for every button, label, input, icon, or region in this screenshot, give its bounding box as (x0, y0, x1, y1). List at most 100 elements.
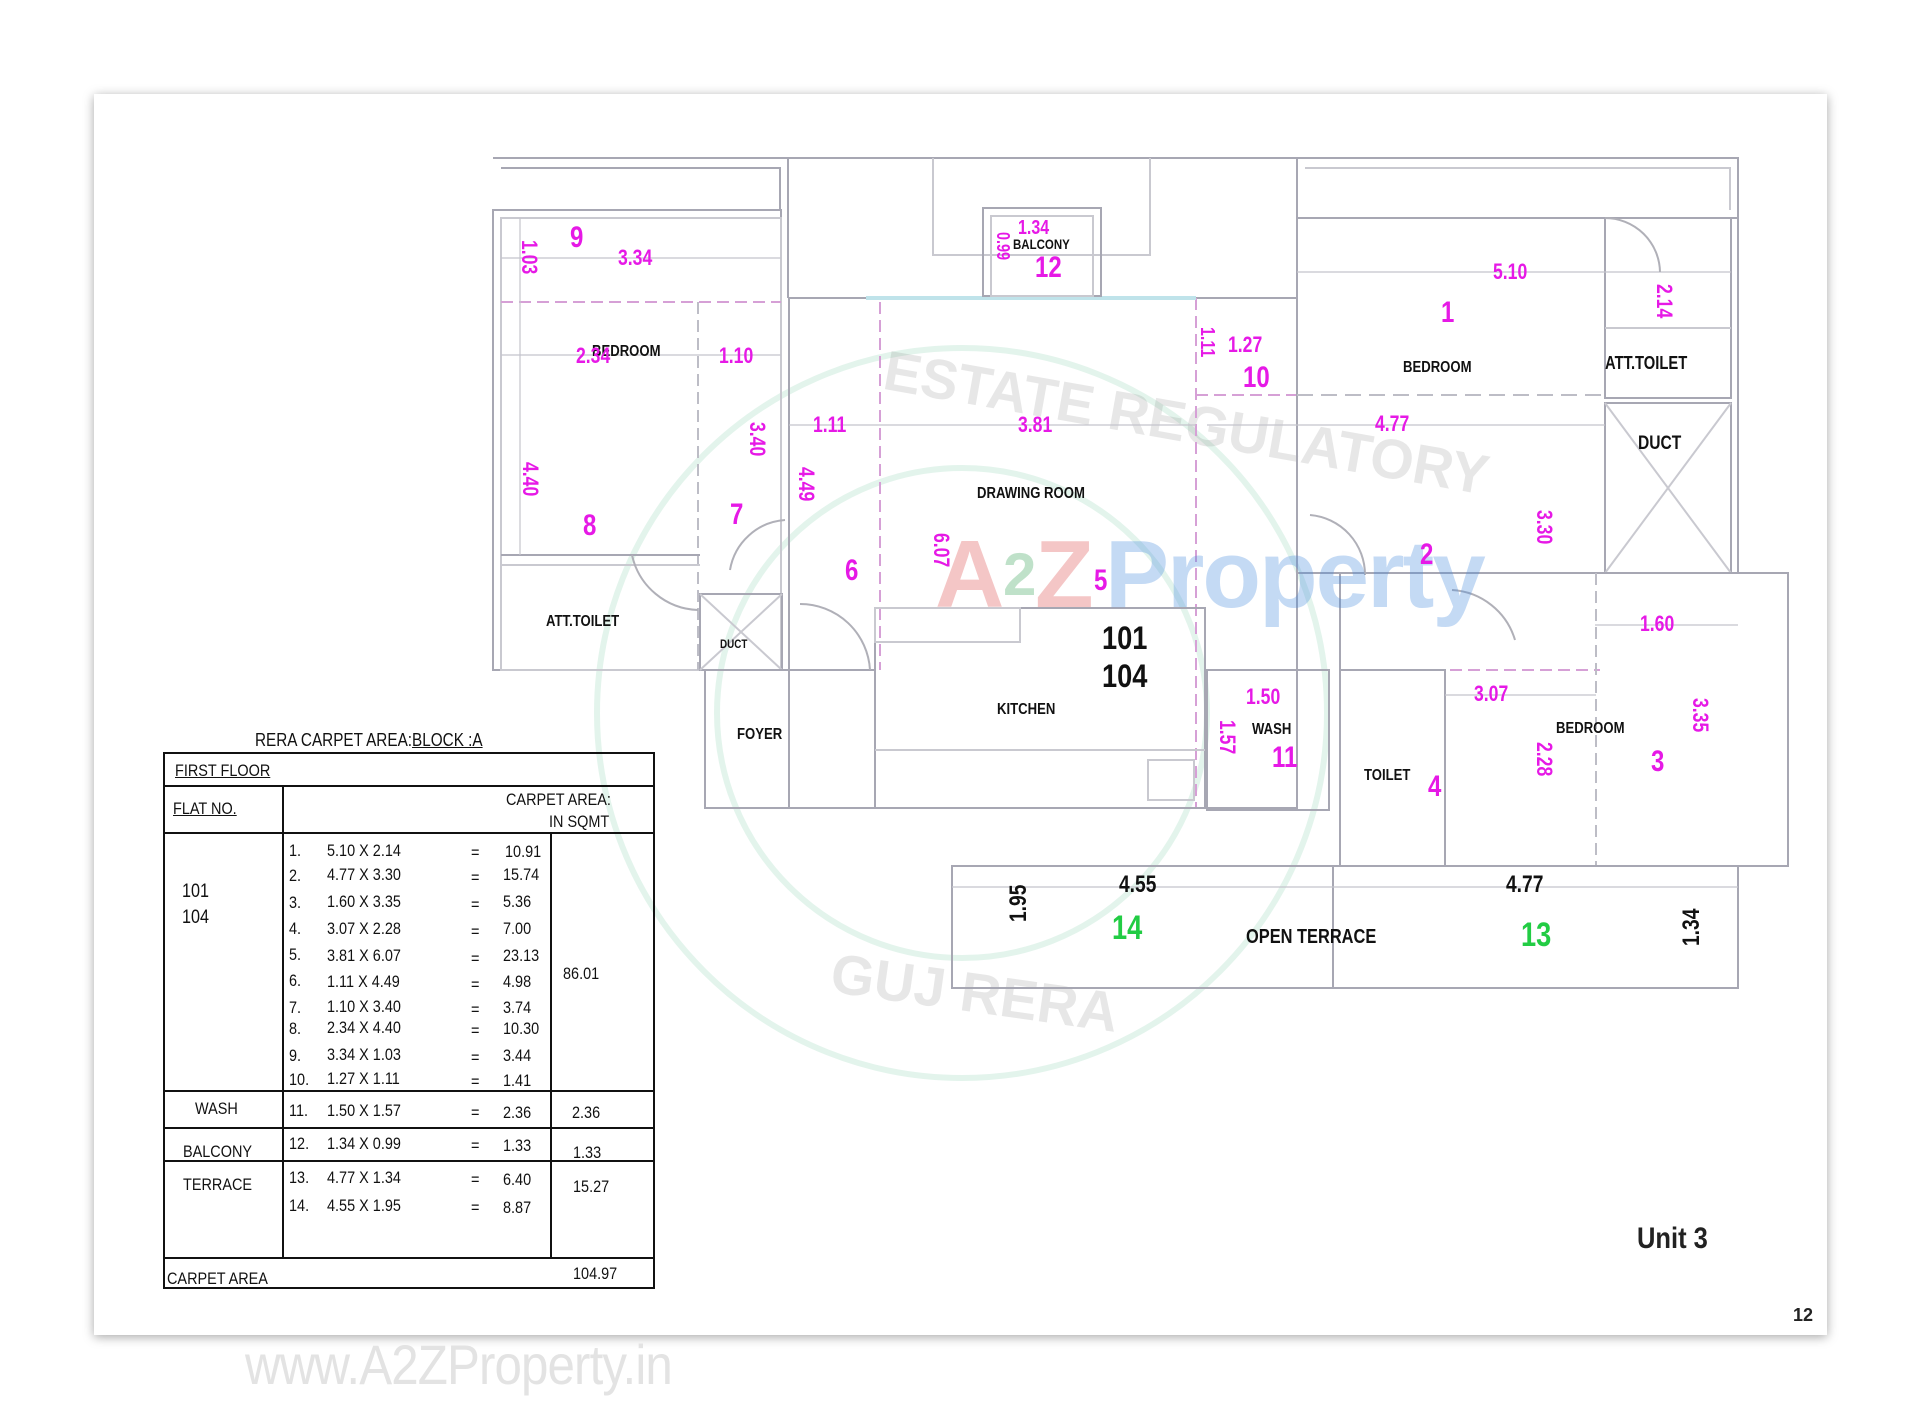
row-dims: 5.10 X 2.14 (327, 841, 401, 860)
dimension-3-35: 3.35 (1688, 698, 1713, 733)
room-label-att-toilet-right: ATT.TOILET (1605, 353, 1688, 373)
dimension-1-27: 1.27 (1228, 332, 1263, 357)
row-index: 6. (289, 971, 302, 990)
row-area: 10.91 (505, 842, 542, 861)
table-divider (165, 1160, 653, 1162)
row-dims: 4.77 X 3.30 (327, 865, 401, 884)
table-divider (165, 832, 653, 834)
row-dims: 1.34 X 0.99 (327, 1134, 401, 1153)
dimension-3-30: 3.30 (1532, 510, 1557, 545)
brand-watermark-2: 2 (1003, 541, 1036, 608)
row-index: 11. (289, 1101, 309, 1120)
dimension-2-28: 2.28 (1532, 742, 1557, 777)
table-divider (165, 1257, 653, 1259)
table-title-block: BLOCK :A (412, 730, 483, 750)
room-label-att-toilet-left: ATT.TOILET (546, 613, 620, 630)
row-equals: = (471, 949, 480, 968)
dimension-1-11-b: 1.11 (1196, 327, 1218, 358)
page-number: 12 (1793, 1305, 1814, 1325)
table-flat-101: 101 (182, 881, 209, 902)
dimension-4-77-b: 4.77 (1506, 871, 1544, 898)
row-equals: = (471, 1198, 480, 1217)
row-index: 12. (289, 1134, 310, 1153)
row-equals: = (471, 843, 480, 862)
room-label-toilet: TOILET (1364, 767, 1411, 784)
room-label-bedroom-top-right: BEDROOM (1403, 359, 1472, 376)
row-dims: 1.10 X 3.40 (327, 997, 401, 1016)
table-header-flat-no: FLAT NO. (173, 799, 237, 818)
row-index: 2. (289, 866, 302, 885)
dimension-2-34: 2.34 (576, 343, 611, 368)
row-index: 3. (289, 893, 302, 912)
table-flat-104: 104 (182, 907, 209, 928)
dimension-4-55: 4.55 (1119, 871, 1157, 898)
dimension-5-10: 5.10 (1493, 259, 1528, 284)
dimension-1-50: 1.50 (1246, 684, 1281, 709)
dimension-4-49: 4.49 (794, 467, 819, 502)
flat-number-101: 101 (1102, 620, 1148, 656)
dimension-3-07: 3.07 (1474, 681, 1509, 706)
table-divider (282, 785, 284, 1257)
row-area: 7.00 (503, 919, 532, 938)
row-dims: 3.07 X 2.28 (327, 919, 401, 938)
row-index: 9. (289, 1046, 302, 1065)
row-area: 4.98 (503, 972, 532, 991)
table-title: RERA CARPET AREA:BLOCK :A (255, 730, 483, 751)
room-label-kitchen: KITCHEN (997, 701, 1056, 718)
balcony-subtotal: 1.33 (573, 1143, 602, 1162)
room-label-balcony: BALCONY (1013, 236, 1070, 252)
row-dims: 1.50 X 1.57 (327, 1101, 401, 1120)
row-area: 3.74 (503, 998, 532, 1017)
row-index: 4. (289, 919, 302, 938)
area-number-12: 12 (1035, 251, 1062, 284)
row-dims: 1.60 X 3.35 (327, 892, 401, 911)
dimension-1-03: 1.03 (517, 240, 542, 275)
dimension-1-95: 1.95 (1005, 884, 1032, 922)
area-number-7: 7 (730, 498, 744, 531)
site-watermark: www.A2ZProperty.in (245, 1333, 673, 1396)
row-equals: = (471, 975, 480, 994)
row-index: 13. (289, 1168, 310, 1187)
dimension-1-11-a: 1.11 (813, 412, 847, 437)
wash-subtotal: 2.36 (572, 1103, 601, 1122)
row-area: 8.87 (503, 1198, 532, 1217)
table-header-in-sqmt: IN SQMT (549, 812, 610, 831)
row-area: 2.36 (503, 1103, 532, 1122)
row-area: 3.44 (503, 1046, 532, 1065)
row-area: 5.36 (503, 892, 532, 911)
row-equals: = (471, 868, 480, 887)
table-terrace-label: TERRACE (183, 1175, 253, 1194)
row-index: 7. (289, 998, 302, 1017)
dimension-0-99: 0.99 (993, 232, 1013, 261)
row-area: 1.41 (503, 1071, 532, 1090)
flat-number-104: 104 (1102, 658, 1148, 694)
dimension-3-81: 3.81 (1018, 412, 1053, 437)
rooms-subtotal: 86.01 (563, 964, 600, 983)
table-divider (550, 832, 552, 1257)
table-balcony-label: BALCONY (183, 1142, 253, 1161)
carpet-area-table: FIRST FLOOR FLAT NO. CARPET AREA: IN SQM… (163, 752, 655, 1289)
area-number-9: 9 (570, 221, 584, 254)
area-number-8: 8 (583, 509, 597, 542)
row-index: 14. (289, 1196, 310, 1215)
dimension-1-57: 1.57 (1215, 720, 1240, 755)
area-number-4: 4 (1428, 770, 1442, 803)
area-number-2: 2 (1420, 538, 1434, 571)
row-equals: = (471, 1170, 480, 1189)
room-label-wash: WASH (1252, 721, 1292, 738)
row-dims: 4.55 X 1.95 (327, 1196, 401, 1215)
row-equals: = (471, 1000, 480, 1019)
room-label-foyer: FOYER (737, 726, 783, 743)
unit-label: Unit 3 (1637, 1222, 1708, 1255)
table-total-label: CARPET AREA (167, 1269, 268, 1288)
row-index: 8. (289, 1019, 302, 1038)
row-dims: 2.34 X 4.40 (327, 1018, 401, 1037)
row-equals: = (471, 1021, 480, 1040)
row-equals: = (471, 1103, 480, 1122)
table-divider (165, 1090, 653, 1092)
room-label-duct-left: DUCT (720, 637, 748, 651)
dimension-1-60: 1.60 (1640, 611, 1675, 636)
row-area: 1.33 (503, 1136, 532, 1155)
room-label-open-terrace: OPEN TERRACE (1246, 926, 1377, 948)
row-area: 15.74 (503, 865, 540, 884)
